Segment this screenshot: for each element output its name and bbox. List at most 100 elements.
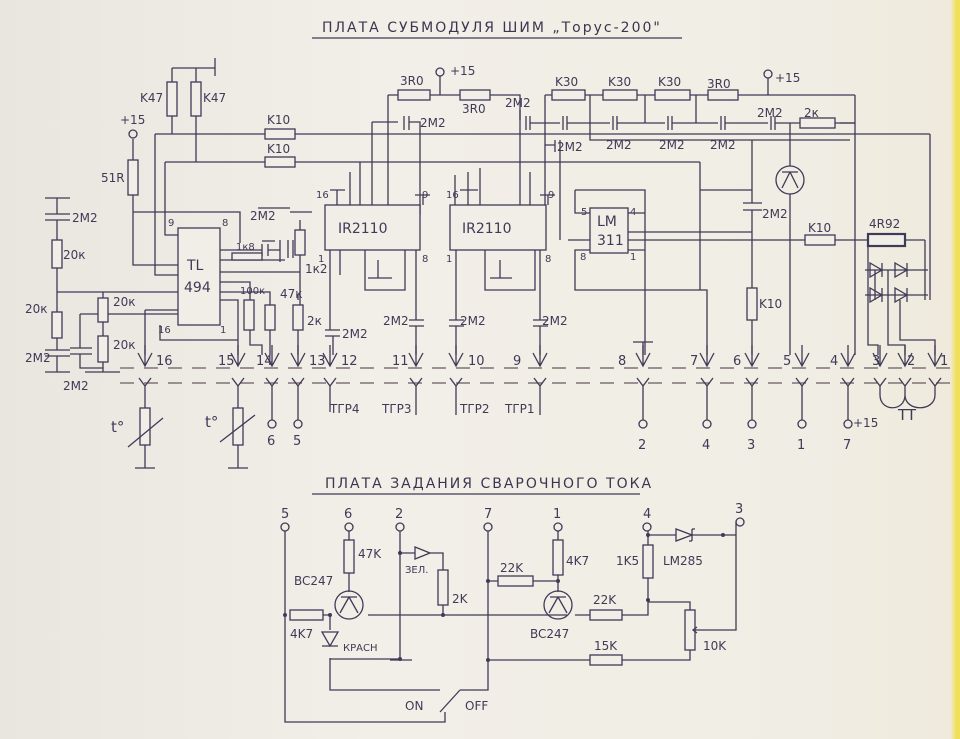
top-resistors	[51, 81, 907, 363]
svg-text:K10: K10	[808, 221, 831, 235]
svg-text:1к2: 1к2	[305, 262, 328, 276]
supply-terminal	[128, 129, 138, 139]
svg-text:2M2: 2M2	[25, 351, 51, 365]
svg-text:4: 4	[702, 438, 710, 453]
tl494-chip	[177, 227, 221, 326]
svg-text:15K: 15K	[594, 639, 618, 653]
output-terminal-numbers: 6 5 2 4 3 1 7	[267, 434, 851, 453]
svg-text:1: 1	[630, 252, 636, 263]
svg-text:2M2: 2M2	[383, 314, 409, 328]
svg-text:2к: 2к	[307, 314, 322, 328]
transistor-leads	[781, 171, 799, 189]
svg-text:BC247: BC247	[294, 574, 333, 588]
svg-text:20к: 20к	[113, 338, 136, 352]
svg-text:K30: K30	[608, 75, 631, 89]
connector-contact	[794, 345, 810, 395]
connector-contact	[137, 345, 153, 395]
svg-text:3: 3	[735, 502, 743, 517]
svg-text:16: 16	[446, 190, 459, 201]
svg-text:LM285: LM285	[663, 554, 703, 568]
svg-text:15: 15	[218, 354, 235, 369]
svg-text:2к: 2к	[804, 106, 819, 120]
svg-text:ТГР2: ТГР2	[459, 402, 490, 416]
svg-text:2M2: 2M2	[420, 116, 446, 130]
svg-text:20к: 20к	[63, 248, 86, 262]
svg-text:+15: +15	[450, 64, 475, 78]
svg-text:14: 14	[256, 354, 273, 369]
connector-contact	[927, 345, 943, 395]
supply-terminal	[435, 67, 445, 77]
svg-text:47к: 47к	[280, 287, 303, 301]
connector-contact	[408, 345, 424, 395]
svg-text:4K7: 4K7	[290, 627, 313, 641]
svg-text:ТГР3: ТГР3	[381, 402, 412, 416]
svg-text:2M2: 2M2	[63, 379, 89, 393]
svg-text:K47: K47	[203, 91, 226, 105]
connector-contact	[840, 345, 856, 395]
svg-text:t°: t°	[111, 418, 124, 436]
svg-text:ЗЕЛ.: ЗЕЛ.	[405, 565, 428, 576]
connector-contact	[872, 345, 888, 395]
lm311-chip	[589, 207, 629, 254]
svg-text:2M2: 2M2	[659, 138, 685, 152]
chip-label: 311	[597, 233, 624, 249]
svg-text:6: 6	[267, 434, 275, 449]
svg-text:5: 5	[783, 354, 791, 369]
chip-label: LM	[597, 214, 617, 230]
svg-text:3: 3	[872, 354, 880, 369]
svg-text:1: 1	[220, 325, 226, 336]
svg-text:100к: 100к	[240, 286, 265, 297]
svg-text:BC247: BC247	[530, 627, 569, 641]
capacitor-symbols	[258, 207, 294, 258]
svg-text:K10: K10	[267, 113, 290, 127]
svg-text:2: 2	[638, 438, 646, 453]
connector-pin-numbers: 16 15 14 13 12 11 10 9 8 7 6 5 4 3 2 1	[156, 354, 948, 369]
svg-text:22K: 22K	[500, 561, 524, 575]
ir2110-chip-1	[324, 204, 421, 251]
svg-text:ON: ON	[405, 699, 423, 713]
svg-text:2K: 2K	[452, 592, 469, 606]
svg-text:6: 6	[733, 354, 741, 369]
connector-contact	[532, 345, 548, 395]
svg-text:2M2: 2M2	[460, 314, 486, 328]
svg-text:2: 2	[907, 354, 915, 369]
svg-text:9: 9	[513, 354, 521, 369]
chip-label: IR2110	[462, 221, 512, 237]
svg-text:ТГР4: ТГР4	[329, 402, 360, 416]
svg-text:2M2: 2M2	[710, 138, 736, 152]
svg-text:5: 5	[581, 207, 587, 218]
top-board-wires	[45, 58, 936, 373]
supply-terminal	[763, 69, 773, 79]
svg-text:47K: 47K	[358, 547, 382, 561]
svg-text:8: 8	[222, 218, 228, 229]
svg-text:3: 3	[747, 438, 755, 453]
svg-text:КРАСН: КРАСН	[343, 643, 377, 654]
svg-text:8: 8	[422, 254, 428, 265]
connector-contact	[699, 345, 715, 395]
svg-text:8: 8	[618, 354, 626, 369]
svg-text:2: 2	[395, 507, 403, 522]
svg-text:4: 4	[630, 207, 636, 218]
svg-text:12: 12	[341, 354, 358, 369]
svg-text:4: 4	[830, 354, 838, 369]
connector-contact	[897, 345, 913, 395]
svg-text:8: 8	[580, 252, 586, 263]
svg-text:ТГР1: ТГР1	[504, 402, 535, 416]
svg-text:1K5: 1K5	[616, 554, 639, 568]
svg-text:2M2: 2M2	[505, 96, 531, 110]
svg-text:K47: K47	[140, 91, 163, 105]
bottom-component-labels: 47K BC247 ЗЕЛ. 2K 22K 4K7 1K5 LM285 22K …	[290, 547, 727, 713]
svg-text:20к: 20к	[113, 295, 136, 309]
ir2110-chip-2	[449, 204, 547, 251]
svg-text:13: 13	[309, 354, 326, 369]
svg-text:10K: 10K	[703, 639, 727, 653]
svg-text:3R0: 3R0	[400, 74, 424, 88]
svg-text:16: 16	[158, 325, 171, 336]
svg-text:+15: +15	[853, 416, 878, 430]
connector-contact	[290, 345, 306, 395]
svg-text:7: 7	[843, 438, 851, 453]
bottom-board-wires	[280, 517, 745, 723]
connector-contact	[322, 345, 338, 395]
